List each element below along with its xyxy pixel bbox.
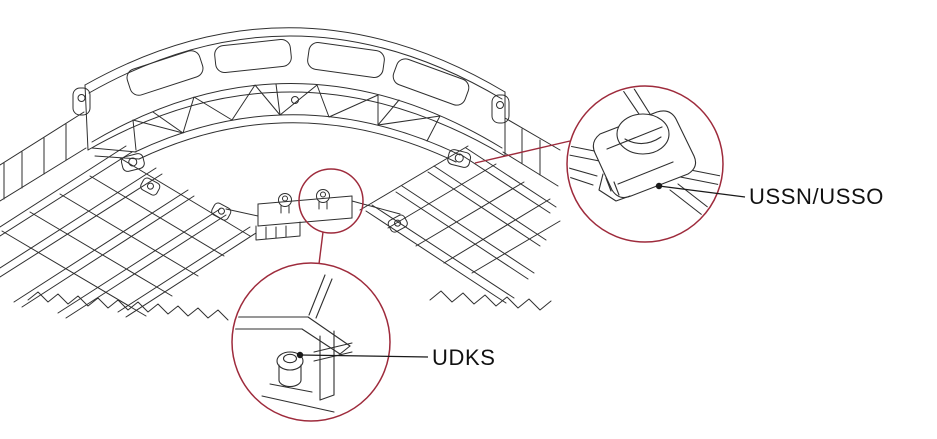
zoom-detail-udks: [234, 274, 353, 413]
udks-bolt: [276, 351, 304, 388]
break-line-right: [429, 290, 552, 311]
rim-end-clip-right: [491, 94, 510, 124]
splice-bolt-right: [316, 189, 330, 210]
splice-junction: [225, 189, 401, 241]
callout-connector-ussn: [474, 140, 571, 164]
ussn-clamp-knob: [616, 113, 670, 155]
break-line-left: [27, 291, 229, 321]
rim-slot: [392, 58, 470, 106]
tray-outer-rim: [72, 27, 510, 157]
leader-line-udks: [299, 354, 429, 358]
rim-end-clip-left: [72, 87, 91, 116]
label-ussn-usso: USSN/USSO: [749, 184, 884, 209]
side-wall-left: [0, 111, 87, 202]
callout-connector-udks: [318, 231, 324, 265]
mesh-clamp-right: [387, 214, 408, 233]
callout-ring-udks: [231, 262, 391, 422]
rim-clamp-right: [447, 149, 472, 168]
callout-ring-center: [298, 168, 364, 234]
bend-lattice: [91, 83, 461, 163]
fastener-clamps: [120, 149, 472, 233]
rim-slot: [307, 42, 385, 78]
rim-clamp-left: [120, 153, 145, 172]
leader-line-ussn: [658, 185, 746, 198]
rim-slot: [126, 50, 204, 96]
zoom-detail-ussn: [569, 88, 721, 219]
mesh-left: [0, 145, 257, 321]
rim-slots: [126, 38, 470, 106]
splice-bolt-left: [278, 193, 292, 214]
mesh-right: [359, 145, 561, 311]
side-wall-right: [502, 117, 561, 187]
mesh-clamp-left-2: [211, 202, 232, 221]
rim-slot: [214, 38, 292, 74]
mesh-clamp-left-1: [140, 177, 161, 196]
label-udks: UDKS: [432, 345, 496, 370]
